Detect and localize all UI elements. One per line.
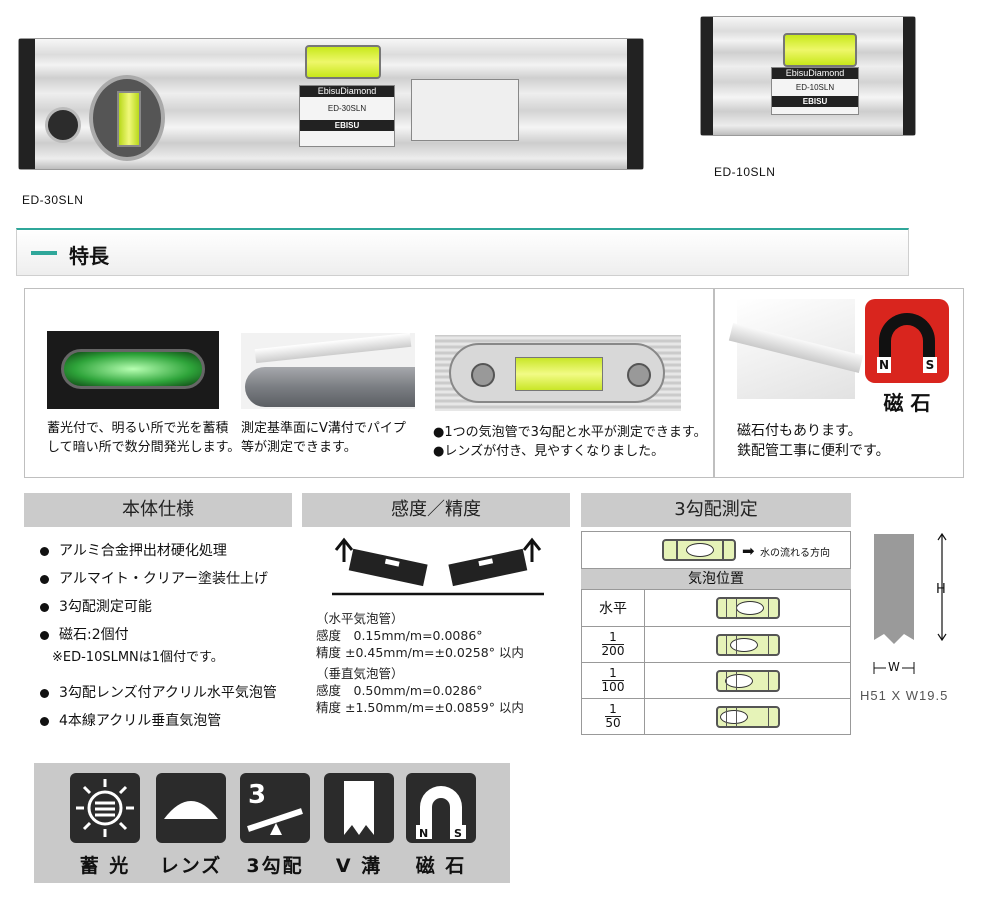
mount-hole bbox=[45, 107, 81, 143]
magnet-level-photo bbox=[728, 299, 864, 399]
slope-title: 3勾配測定 bbox=[581, 493, 851, 527]
magnet-badge-label: 磁 石 bbox=[883, 391, 931, 415]
sensitivity-specs: （水平気泡管） 感度 0.15mm/m=0.0086° 精度 ±0.45mm/m… bbox=[316, 611, 524, 715]
level-body-large: EbisuDiamond ED-30SLN EBISU bbox=[18, 38, 644, 170]
flow-label: 水の流れる方向 bbox=[760, 548, 830, 559]
feature-text-1: 蓄光付で、明るい所で光を蓄積 して暗い所で数分間発光します。 bbox=[47, 421, 241, 455]
spec-item: 磁石:2個付 bbox=[40, 621, 277, 649]
svg-text:N: N bbox=[419, 827, 428, 840]
spec-item: アルマイト・クリアー塗装仕上げ bbox=[40, 565, 277, 593]
sensitivity-title: 感度／精度 bbox=[302, 493, 570, 527]
sensitivity-diagram bbox=[332, 537, 544, 596]
v-groove-icon bbox=[324, 773, 394, 843]
features-header: 特長 bbox=[16, 228, 909, 276]
horizontal-vial-small bbox=[783, 33, 857, 67]
spec-item: 4本線アクリル垂直気泡管 bbox=[40, 707, 277, 735]
brand-plate-large: EbisuDiamond ED-30SLN EBISU bbox=[299, 85, 395, 147]
product-small: EbisuDiamond ED-10SLN EBISU bbox=[700, 16, 916, 136]
bubble-position-header: 気泡位置 bbox=[581, 569, 851, 589]
height-label: H bbox=[936, 582, 946, 597]
cross-section-diagram bbox=[873, 532, 947, 674]
vertical-vial-window bbox=[89, 75, 165, 161]
spec-item: 3勾配レンズ付アクリル水平気泡管 bbox=[40, 679, 277, 707]
brand-plate-small: EbisuDiamond ED-10SLN EBISU bbox=[771, 67, 859, 115]
magnet-badge: N S 磁 石 bbox=[865, 299, 949, 415]
svg-text:3: 3 bbox=[248, 780, 266, 810]
glow-vial-photo bbox=[47, 331, 219, 409]
model-label-small: ED-10SLN bbox=[714, 165, 776, 179]
flow-arrow-icon: ➡ bbox=[742, 542, 755, 560]
spec-item: アルミ合金押出材硬化処理 bbox=[40, 537, 277, 565]
body-spec-title: 本体仕様 bbox=[24, 493, 292, 527]
feature-text-2: 測定基準面にV溝付でパイプ 等が測定できます。 bbox=[241, 421, 406, 455]
spec-plate-large bbox=[411, 79, 519, 141]
phosphor-icon bbox=[70, 773, 140, 843]
features-title: 特長 bbox=[69, 244, 109, 268]
slope-row: 水平 bbox=[581, 589, 851, 627]
spec-note: ※ED-10SLMNは1個付です。 bbox=[52, 650, 224, 665]
horizontal-vial bbox=[305, 45, 381, 79]
spec-item: 3勾配測定可能 bbox=[40, 593, 277, 621]
level-body-small: EbisuDiamond ED-10SLN EBISU bbox=[700, 16, 916, 136]
size-text: H51 X W19.5 bbox=[860, 688, 949, 703]
model-label-large: ED-30SLN bbox=[22, 193, 84, 207]
width-label: W bbox=[886, 660, 902, 674]
body-spec-list: アルミ合金押出材硬化処理 アルマイト・クリアー塗装仕上げ 3勾配測定可能 磁石:… bbox=[40, 537, 277, 735]
magnet-panel: N S 磁 石 磁石付もあります。 鉄配管工事に便利です。 bbox=[714, 288, 964, 478]
lens-icon bbox=[156, 773, 226, 843]
magnet-text: 磁石付もあります。 鉄配管工事に便利です。 bbox=[737, 423, 890, 459]
slope-flow-row: ➡ 水の流れる方向 bbox=[581, 531, 851, 569]
product-large: EbisuDiamond ED-30SLN EBISU bbox=[18, 38, 644, 170]
feature-text-3: ●1つの気泡管で3勾配と水平が測定できます。 ●レンズが付き、見やすくなりました… bbox=[433, 425, 707, 459]
three-slope-icon: 3 bbox=[240, 773, 310, 843]
three-slope-vial-photo bbox=[435, 335, 681, 411]
header-accent bbox=[31, 251, 57, 255]
svg-text:S: S bbox=[454, 827, 462, 840]
v-groove-pipe-photo bbox=[241, 332, 415, 409]
features-panel: 蓄光付で、明るい所で光を蓄積 して暗い所で数分間発光します。 測定基準面にV溝付… bbox=[24, 288, 714, 478]
